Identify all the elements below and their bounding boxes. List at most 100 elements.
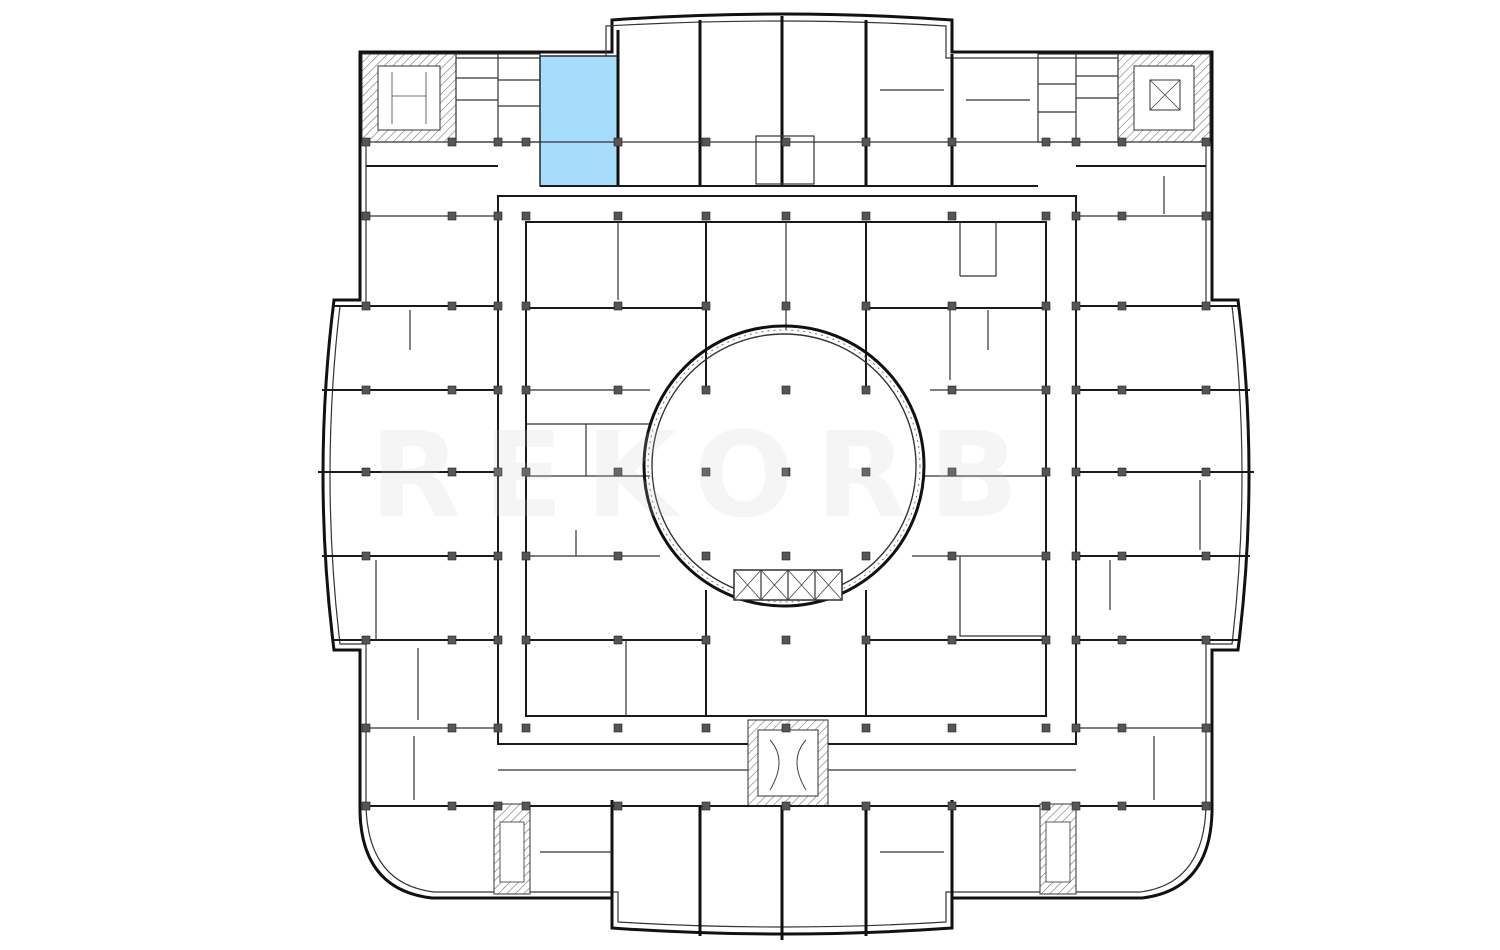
- column: [361, 211, 371, 221]
- bottom-stairs: [493, 803, 1077, 895]
- central-stair: [747, 719, 829, 807]
- column: [1117, 801, 1127, 811]
- column: [521, 137, 531, 147]
- column: [947, 301, 957, 311]
- column: [613, 801, 623, 811]
- column: [1201, 137, 1211, 147]
- column: [701, 301, 711, 311]
- column: [1071, 551, 1081, 561]
- selected-office-highlight[interactable]: [539, 55, 619, 187]
- watermark: REKORB: [370, 406, 1130, 544]
- watermark-text: REKORB: [370, 406, 1041, 544]
- column: [1071, 467, 1081, 477]
- column: [947, 801, 957, 811]
- column: [361, 467, 371, 477]
- column: [613, 301, 623, 311]
- column: [1201, 801, 1211, 811]
- column: [1201, 551, 1211, 561]
- column: [1071, 723, 1081, 733]
- column: [1201, 723, 1211, 733]
- column: [1117, 385, 1127, 395]
- column: [947, 137, 957, 147]
- column: [1041, 301, 1051, 311]
- column: [521, 301, 531, 311]
- column: [781, 211, 791, 221]
- column: [521, 801, 531, 811]
- column: [947, 723, 957, 733]
- column: [1201, 211, 1211, 221]
- column: [781, 385, 791, 395]
- column: [521, 551, 531, 561]
- column: [947, 635, 957, 645]
- column: [1041, 723, 1051, 733]
- column: [447, 137, 457, 147]
- column: [861, 301, 871, 311]
- column: [1117, 301, 1127, 311]
- right-wing-offices: [1076, 165, 1254, 807]
- column: [781, 467, 791, 477]
- column: [1041, 211, 1051, 221]
- stair-core-top-left: [361, 53, 457, 143]
- column: [1117, 551, 1127, 561]
- column: [361, 723, 371, 733]
- column: [447, 801, 457, 811]
- column: [361, 551, 371, 561]
- column: [947, 467, 957, 477]
- column: [1041, 801, 1051, 811]
- column: [447, 211, 457, 221]
- column: [1201, 635, 1211, 645]
- column: [613, 211, 623, 221]
- column: [1117, 467, 1127, 477]
- column: [493, 137, 503, 147]
- column: [447, 635, 457, 645]
- column: [1071, 137, 1081, 147]
- column: [361, 635, 371, 645]
- column: [613, 723, 623, 733]
- column: [781, 723, 791, 733]
- column: [1117, 635, 1127, 645]
- column: [493, 211, 503, 221]
- column: [613, 467, 623, 477]
- column: [781, 635, 791, 645]
- stair-core-top-right: [1117, 53, 1211, 143]
- elevator-bank: [733, 569, 843, 601]
- column: [701, 801, 711, 811]
- column: [1041, 385, 1051, 395]
- column: [521, 385, 531, 395]
- column: [613, 635, 623, 645]
- column: [1041, 137, 1051, 147]
- column: [493, 385, 503, 395]
- column: [781, 137, 791, 147]
- structural-columns: [361, 137, 1211, 811]
- column: [781, 551, 791, 561]
- column: [1071, 385, 1081, 395]
- column: [701, 385, 711, 395]
- column: [493, 301, 503, 311]
- column: [701, 137, 711, 147]
- column: [1071, 301, 1081, 311]
- column: [781, 801, 791, 811]
- column: [361, 801, 371, 811]
- column: [701, 635, 711, 645]
- column: [447, 385, 457, 395]
- column: [861, 211, 871, 221]
- column: [701, 211, 711, 221]
- column: [861, 635, 871, 645]
- column: [1201, 301, 1211, 311]
- column: [1117, 723, 1127, 733]
- column: [447, 551, 457, 561]
- column: [861, 385, 871, 395]
- restrooms-top-left: [455, 53, 541, 143]
- column: [493, 551, 503, 561]
- column: [947, 211, 957, 221]
- column: [361, 137, 371, 147]
- column: [1071, 211, 1081, 221]
- column: [1071, 635, 1081, 645]
- column: [861, 137, 871, 147]
- top-offices: [540, 16, 1038, 187]
- column: [521, 211, 531, 221]
- column: [521, 467, 531, 477]
- column: [613, 137, 623, 147]
